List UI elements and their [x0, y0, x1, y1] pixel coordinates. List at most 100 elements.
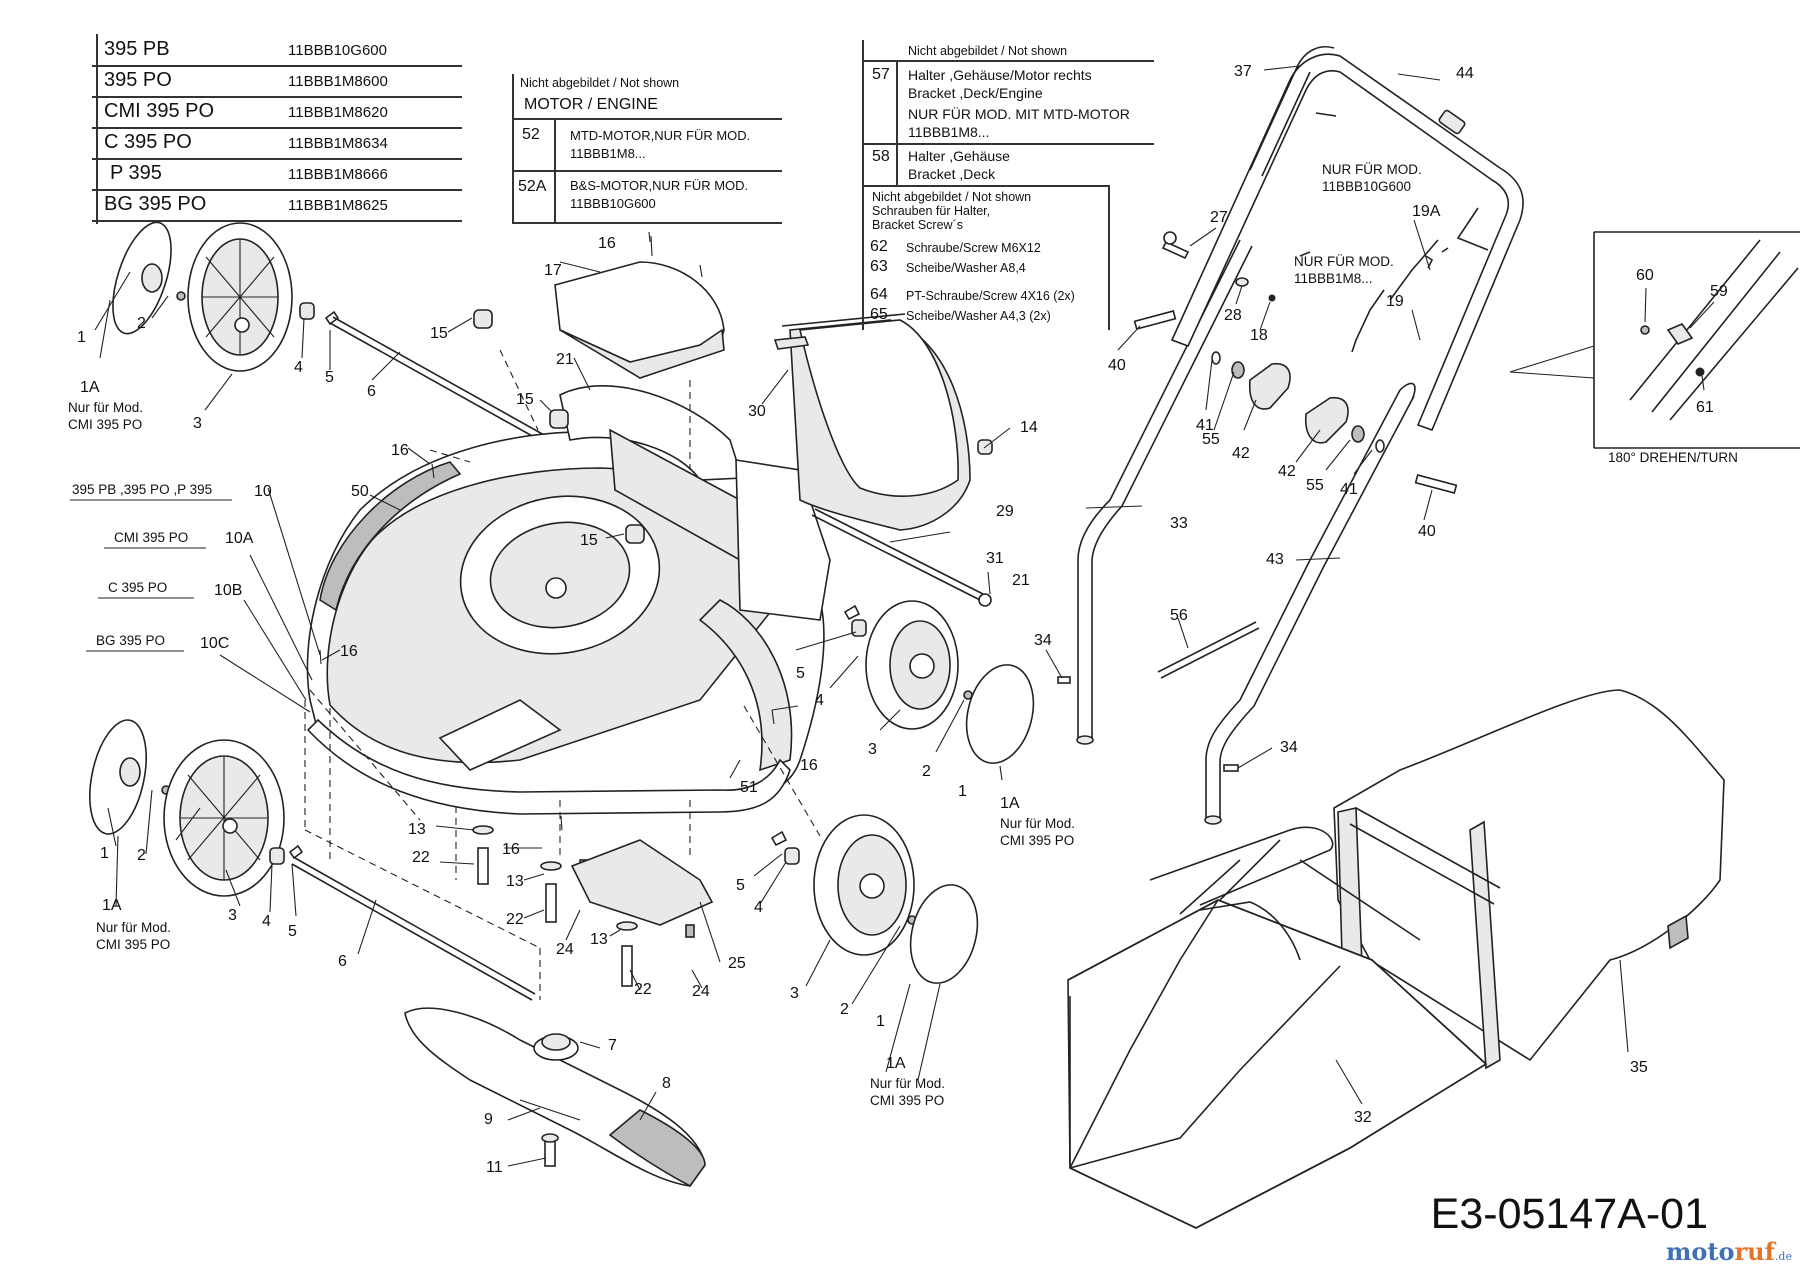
label-10A: 10A	[225, 530, 254, 547]
screw-text: PT-Schraube/Screw 4X16 (2x)	[906, 289, 1075, 303]
washer-2	[176, 291, 186, 301]
label-19A: 19A	[1412, 203, 1441, 220]
engine-row-text: MTD-MOTOR,NUR FÜR MOD.	[570, 128, 751, 143]
label-16-bottom: 16	[800, 757, 818, 774]
model-code: 11BBB1M8666	[288, 166, 388, 183]
model-code: 11BBB1M8620	[288, 104, 388, 121]
note-cmi-d: CMI 395 PO	[870, 1093, 944, 1108]
document-id: E3-05147A-01	[1430, 1190, 1708, 1238]
tag-10B: C 395 PO	[108, 580, 167, 595]
bracket-row-num: 58	[872, 148, 890, 165]
wheel-assembly-front-right	[843, 600, 1035, 764]
label-13-b: 13	[506, 873, 524, 890]
assembly-lines	[304, 349, 821, 880]
label-10B: 10B	[214, 582, 242, 599]
axle-6-lower	[291, 863, 533, 1001]
screw-text: Scheibe/Washer A8,4	[906, 261, 1026, 275]
label-1A: 1A	[80, 379, 100, 396]
label-50: 50	[351, 483, 369, 500]
cable-19	[1351, 289, 1385, 353]
label-1A-rear: 1A	[886, 1055, 906, 1072]
model-tags: 395 PB ,395 PO ,P 395 CMI 395 PO C 395 P…	[70, 482, 232, 652]
label-22-b: 22	[506, 911, 524, 928]
label-10C: 10C	[200, 635, 229, 652]
hubcap-center	[141, 263, 163, 293]
note-code-m8: 11BBB1M8...	[1294, 271, 1373, 286]
model-row: CMI 395 PO 11BBB1M8620	[92, 96, 462, 129]
model-name: P 395	[110, 162, 162, 184]
label-60: 60	[1636, 267, 1654, 284]
tag-10: 395 PB ,395 PO ,P 395	[72, 482, 212, 497]
label-37: 37	[1234, 63, 1252, 80]
label-14: 14	[1020, 419, 1038, 436]
label-1-front: 1	[958, 783, 967, 800]
hubcap-1A-front	[965, 664, 1035, 764]
baffle-25	[570, 839, 714, 926]
spring-30	[773, 336, 810, 350]
bolt-11	[544, 1139, 556, 1167]
screw-num: 63	[870, 258, 888, 275]
side-strip-50	[319, 461, 462, 612]
label-4: 4	[294, 359, 303, 376]
label-5-lower: 5	[288, 923, 297, 940]
label-40-a: 40	[1108, 357, 1126, 374]
handle-tube-33-a	[1077, 239, 1241, 740]
hubcap-1A-lower	[89, 719, 147, 835]
label-3-front: 3	[868, 741, 877, 758]
bracket-row-num: 57	[872, 66, 890, 83]
label-28: 28	[1224, 307, 1242, 324]
clip-21	[978, 593, 992, 607]
label-35: 35	[1630, 1059, 1648, 1076]
mower-deck	[306, 385, 831, 815]
label-34-a: 34	[1034, 632, 1052, 649]
label-4-rear: 4	[754, 899, 763, 916]
label-4-front: 4	[815, 692, 824, 709]
knob-42-a	[1248, 362, 1291, 410]
label-17: 17	[544, 262, 562, 279]
label-5-front: 5	[796, 665, 805, 682]
label-5-rear: 5	[736, 877, 745, 894]
label-11: 11	[486, 1159, 503, 1176]
bracket-note: Nicht abgebildet / Not shown	[908, 44, 1068, 58]
model-code: 11BBB1M8634	[288, 135, 388, 152]
label-40-b: 40	[1418, 523, 1436, 540]
handle-knobs	[1133, 231, 1458, 495]
label-43: 43	[1266, 551, 1284, 568]
bracket-table: Nicht abgebildet / Not shown 57 Halter ,…	[862, 40, 1154, 330]
model-name: BG 395 PO	[104, 193, 207, 215]
screws-note: Nicht abgebildet / Not shown	[872, 190, 1032, 204]
bracket-row-text: 11BBB1M8...	[908, 124, 990, 140]
note-nur-mod-b: Nur für Mod.	[1000, 816, 1075, 831]
inset-detail	[1509, 231, 1800, 449]
label-55-b: 55	[1306, 477, 1324, 494]
label-42-b: 42	[1278, 463, 1296, 480]
part-labels: 1 1A 2 3 4 5 6 15 16 17 21 15 15 16 50 1…	[77, 63, 1728, 1176]
blade-assembly	[404, 1007, 706, 1188]
note-nur-fuer-mod-a: NUR FÜR MOD.	[1322, 162, 1422, 177]
brand-part: ruf	[1734, 1237, 1775, 1266]
label-13-c: 13	[590, 931, 608, 948]
label-42-a: 42	[1232, 445, 1250, 462]
label-1-lower: 1	[100, 845, 109, 862]
label-1-rear: 1	[876, 1013, 885, 1030]
bolt-40-b	[1414, 473, 1458, 495]
label-30: 30	[748, 403, 766, 420]
label-3-rear: 3	[790, 985, 799, 1002]
note-nur-mod-d: Nur für Mod.	[870, 1076, 945, 1091]
label-2-rear: 2	[840, 1001, 849, 1018]
brand-part: moto	[1666, 1237, 1735, 1266]
label-41-a: 41	[1196, 417, 1214, 434]
model-code: 11BBB10G600	[288, 42, 387, 59]
label-3: 3	[193, 415, 202, 432]
engine-row-text: 11BBB1M8...	[570, 146, 646, 161]
label-18: 18	[1250, 327, 1268, 344]
model-code: 11BBB1M8625	[288, 197, 388, 214]
label-6: 6	[367, 383, 376, 400]
label-31: 31	[986, 550, 1004, 567]
screws-note: Schrauben für Halter,	[872, 204, 991, 218]
label-3-lower: 3	[228, 907, 237, 924]
label-33: 33	[1170, 515, 1188, 532]
label-1: 1	[77, 329, 86, 346]
